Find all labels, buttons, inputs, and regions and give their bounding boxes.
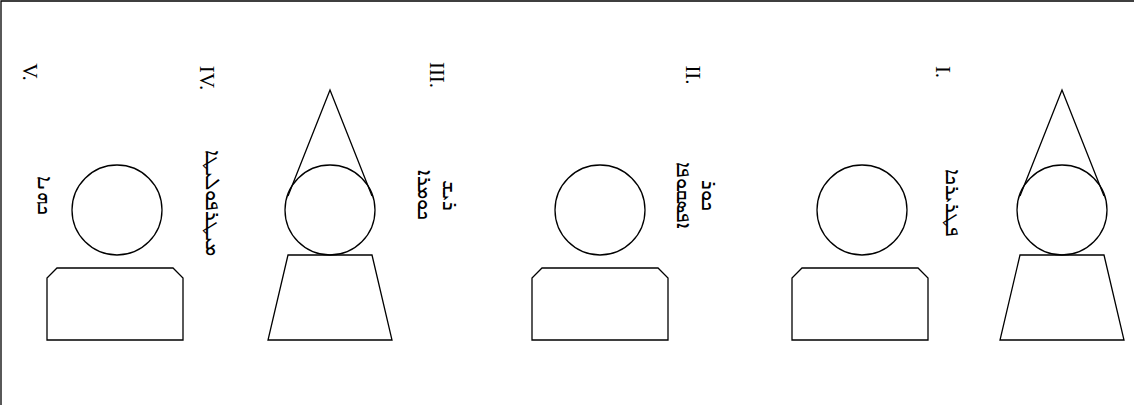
figure-head	[1017, 165, 1107, 255]
figure-body	[792, 268, 928, 340]
figure-caption: ܡܝܛܪܦܘܠܝܛܐ	[200, 150, 225, 256]
figure-mitre	[288, 90, 372, 196]
figure-head	[285, 165, 375, 255]
figure-head	[72, 165, 162, 255]
figure-number: IV.	[194, 66, 220, 91]
figure-number: V.	[17, 63, 43, 81]
figure-body	[268, 255, 392, 340]
figure-caption: ܟܗܢܐ	[32, 176, 57, 215]
figure-number: II.	[680, 65, 706, 84]
figure-caption: ܦܛܪܝܪܟܐ	[940, 169, 965, 237]
figure-body	[532, 268, 668, 340]
figure-number: III.	[424, 62, 450, 88]
figure-mitre	[1020, 90, 1104, 196]
figure-number: I.	[930, 66, 956, 78]
figure-head	[555, 165, 645, 255]
figure-body	[47, 268, 183, 340]
figure-head	[817, 165, 907, 255]
figure-caption: ܟܘܪ ܐܦܣܩܘܦܐ	[671, 162, 721, 229]
figure-body	[1000, 255, 1124, 340]
figure-caption: ܪܝܫ ܟܘܡܪܐ	[412, 170, 462, 220]
